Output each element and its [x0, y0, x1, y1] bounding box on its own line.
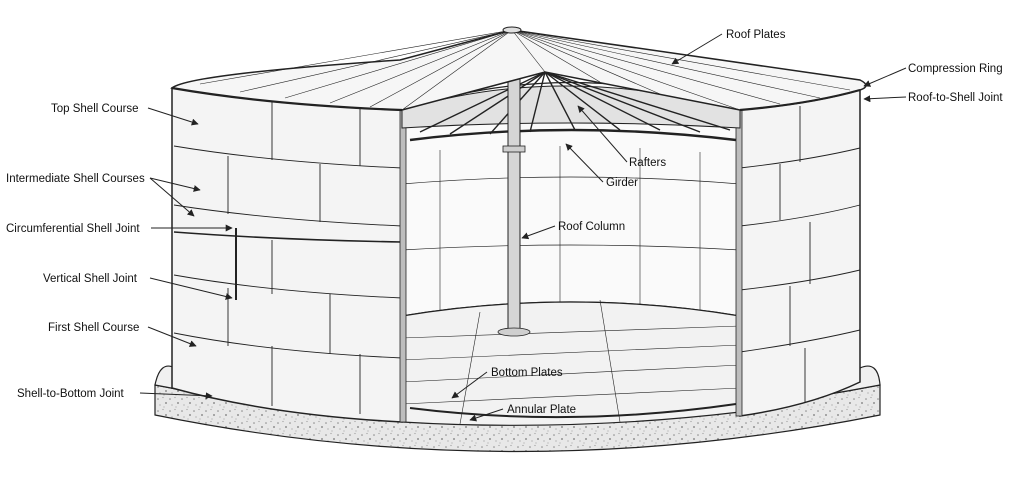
label-girder: Girder — [606, 177, 638, 189]
labels: Roof Plates Compression Ring Roof-to-She… — [6, 29, 1003, 416]
roof-cone — [170, 26, 867, 112]
label-roof-to-shell-joint: Roof-to-Shell Joint — [908, 92, 1003, 104]
roof-framing — [401, 71, 741, 142]
label-roof-plates: Roof Plates — [726, 29, 786, 41]
label-vertical-shell-joint: Vertical Shell Joint — [43, 273, 138, 285]
label-top-shell-course: Top Shell Course — [51, 103, 139, 115]
label-circumferential-shell-joint: Circumferential Shell Joint — [6, 223, 140, 235]
label-rafters: Rafters — [629, 157, 666, 169]
label-intermediate-shell-courses: Intermediate Shell Courses — [6, 173, 145, 185]
label-roof-column: Roof Column — [558, 221, 625, 233]
right-shell — [739, 89, 861, 417]
label-annular-plate: Annular Plate — [507, 404, 576, 416]
leader-lines — [139, 33, 907, 422]
left-shell — [171, 87, 403, 423]
roof-column — [497, 77, 531, 337]
label-bottom-plates: Bottom Plates — [491, 367, 563, 379]
label-first-shell-course: First Shell Course — [48, 322, 139, 334]
label-compression-ring: Compression Ring — [908, 63, 1003, 75]
interior — [399, 81, 743, 426]
label-shell-to-bottom-joint: Shell-to-Bottom Joint — [17, 388, 125, 400]
